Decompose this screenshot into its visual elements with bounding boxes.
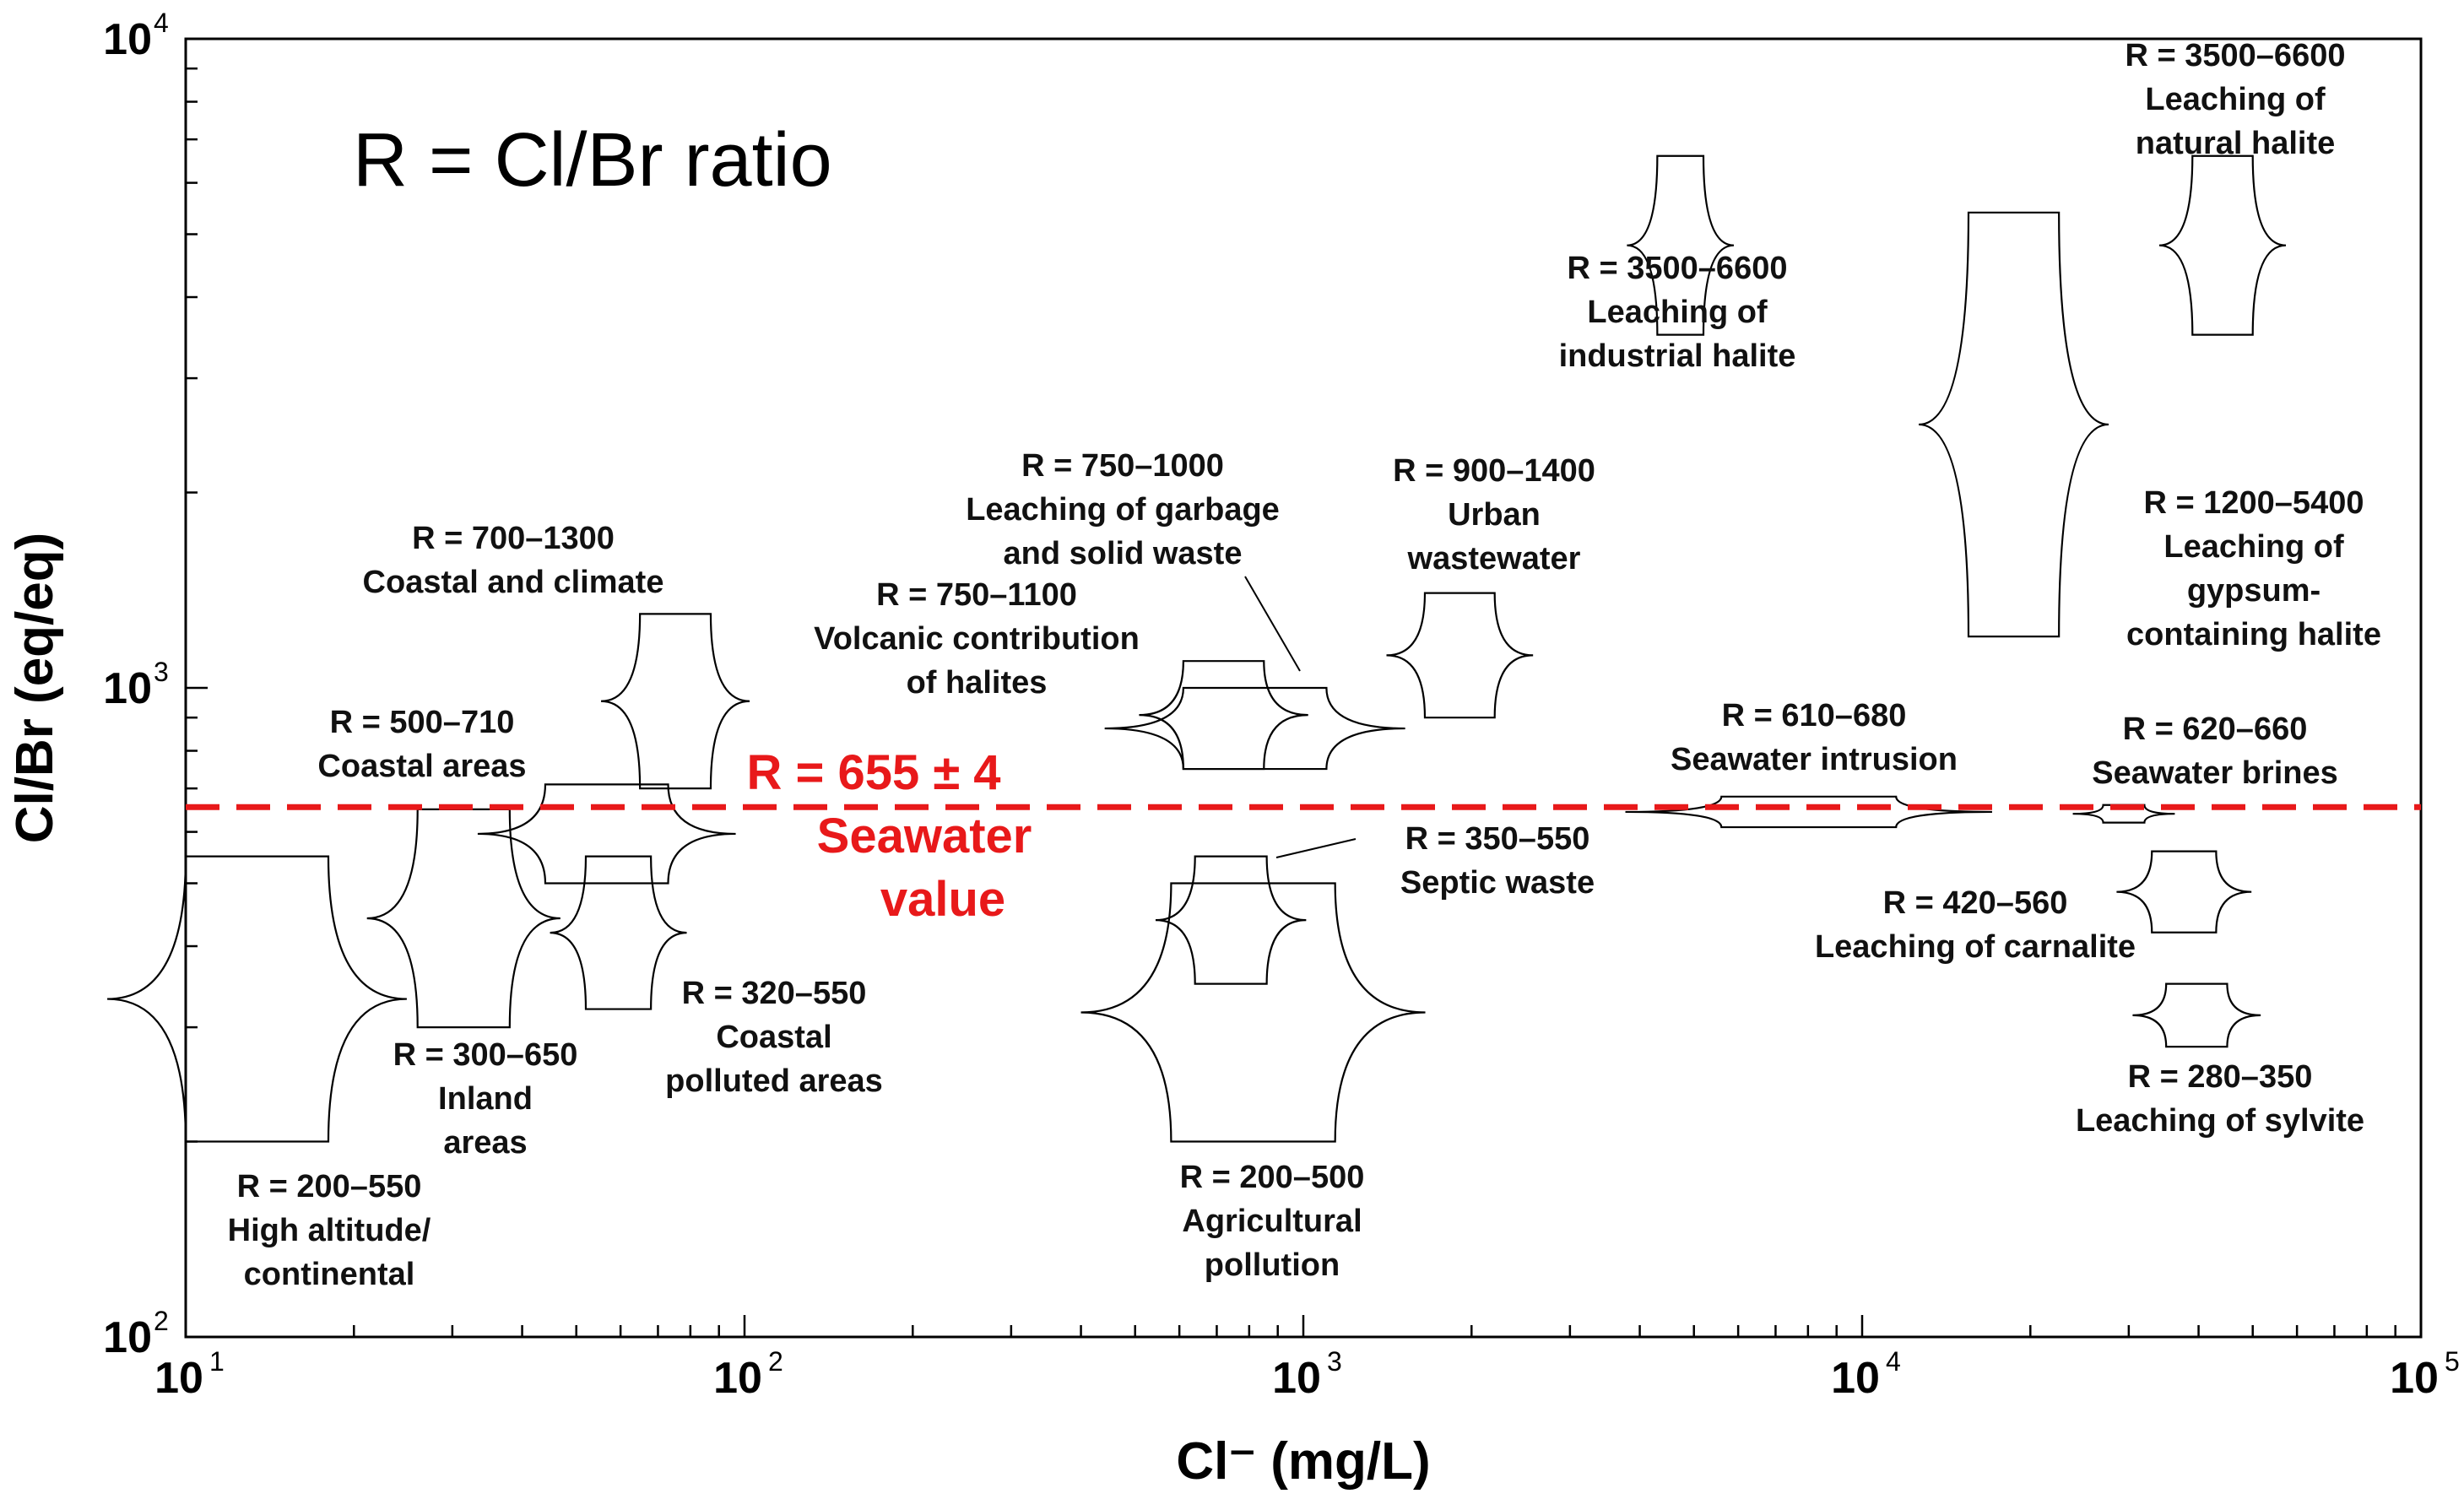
range-shape-coastal-climate [601,613,750,790]
range-shape-volcanic [1139,660,1308,771]
range-label-agricultural: Agricultural [1182,1204,1362,1239]
x-tick-label: 10 [713,1354,762,1403]
chart-title: R = Cl/Br ratio [353,118,832,203]
range-shape-seawater-brines [2072,804,2175,824]
range-label-carnalite: R = 420–560 [1883,885,2068,921]
y-tick-label-exponent: 2 [154,1306,169,1336]
seawater-label-line2: Seawater [817,809,1032,863]
range-label-agricultural: R = 200–500 [1180,1160,1365,1195]
range-label-high-altitude: R = 200–550 [237,1169,422,1204]
range-label-seawater-brines: R = 620–660 [2123,712,2308,747]
y-tick-label: 10 [103,15,152,64]
range-label-gypsum-halite: gypsum- [2187,573,2320,609]
x-tick-label: 10 [1831,1354,1880,1403]
x-tick-label-exponent: 1 [209,1346,225,1377]
axis-ticks [184,67,2423,1339]
x-tick-label: 10 [1272,1354,1321,1403]
range-label-seawater-intrusion: R = 610–680 [1722,698,1907,733]
range-label-coastal-areas: Coastal areas [317,749,526,784]
range-label-garbage: R = 750–1000 [1021,448,1224,484]
range-label-natural-halite: natural halite [2136,126,2336,161]
range-label-coastal-climate: Coastal and climate [363,565,664,600]
range-label-inland: Inland [438,1081,533,1117]
y-tick-label-exponent: 3 [154,657,169,687]
y-tick-label: 10 [103,1313,152,1362]
x-tick-label: 10 [154,1354,203,1403]
range-label-coastal-areas: R = 500–710 [330,705,515,740]
range-label-natural-halite: R = 3500–6600 [2126,38,2346,73]
range-label-inland: R = 300–650 [393,1037,578,1073]
range-label-industrial-halite: industrial halite [1559,338,1796,374]
range-shape-natural-halite [2158,154,2287,336]
y-tick-label-exponent: 4 [154,8,169,38]
range-label-volcanic: Volcanic contribution [814,621,1140,657]
range-label-inland: areas [443,1125,527,1161]
x-tick-label-exponent: 3 [1327,1346,1342,1377]
range-shape-agricultural [1080,882,1426,1143]
range-label-septic: Septic waste [1400,865,1595,901]
range-label-seawater-intrusion: Seawater intrusion [1671,742,1958,777]
x-axis-title: Cl⁻ (mg/L) [1176,1432,1430,1491]
septic-leader-line [1275,838,1357,858]
range-shape-inland [366,808,560,1029]
range-label-agricultural: pollution [1205,1247,1340,1283]
range-shape-gypsum-halite [1919,211,2109,638]
x-tick-label-exponent: 5 [2445,1346,2460,1377]
range-shape-industrial-halite [1627,154,1735,336]
range-shape-seawater-intrusion [1625,795,1992,829]
range-label-gypsum-halite: containing halite [2126,617,2381,652]
range-shape-urban [1386,592,1534,719]
range-shape-sylvite [2132,982,2261,1048]
range-label-seawater-brines: Seawater brines [2092,755,2337,791]
range-label-garbage: and solid waste [1004,536,1243,571]
seawater-label-line1: R = 655 ± 4 [746,745,1000,800]
range-shape-septic [1155,855,1307,985]
range-label-high-altitude: High altitude/ [228,1213,431,1248]
garbage-leader-line [1244,576,1301,672]
range-label-septic: R = 350–550 [1405,821,1590,857]
range-label-natural-halite: Leaching of [2145,82,2326,117]
range-label-coastal-polluted: R = 320–550 [682,976,867,1011]
range-label-urban: Urban [1448,497,1541,533]
range-label-gypsum-halite: R = 1200–5400 [2144,485,2364,521]
range-label-coastal-polluted: polluted areas [665,1063,883,1099]
range-label-coastal-climate: R = 700–1300 [412,521,615,556]
range-label-high-altitude: continental [244,1257,415,1292]
range-shape-coastal-areas [477,783,736,885]
range-label-industrial-halite: Leaching of [1587,295,1768,330]
range-label-volcanic: R = 750–1100 [876,577,1077,613]
range-label-coastal-polluted: Coastal [716,1020,831,1055]
range-label-sylvite: Leaching of sylvite [2076,1103,2364,1139]
range-shape-garbage [1104,686,1405,771]
range-shape-coastal-polluted [550,855,687,1010]
y-axis-title: Cl/Br (eq/eq) [6,533,64,844]
y-tick-label: 10 [103,664,152,713]
range-label-carnalite: Leaching of carnalite [1815,929,2136,965]
range-shape-high-altitude [107,855,407,1143]
range-shape-carnalite [2116,850,2252,933]
range-label-urban: R = 900–1400 [1393,453,1595,489]
x-tick-label: 10 [2390,1354,2439,1403]
range-label-sylvite: R = 280–350 [2128,1059,2313,1095]
range-label-volcanic: of halites [907,665,1048,701]
seawater-label-line3: value [880,872,1005,927]
x-tick-label-exponent: 2 [768,1346,783,1377]
range-label-industrial-halite: R = 3500–6600 [1568,251,1788,286]
range-label-urban: wastewater [1407,541,1581,576]
range-shapes [107,154,2287,1143]
x-tick-label-exponent: 4 [1886,1346,1901,1377]
range-label-garbage: Leaching of garbage [966,492,1280,528]
range-label-gypsum-halite: Leaching of [2163,529,2344,565]
